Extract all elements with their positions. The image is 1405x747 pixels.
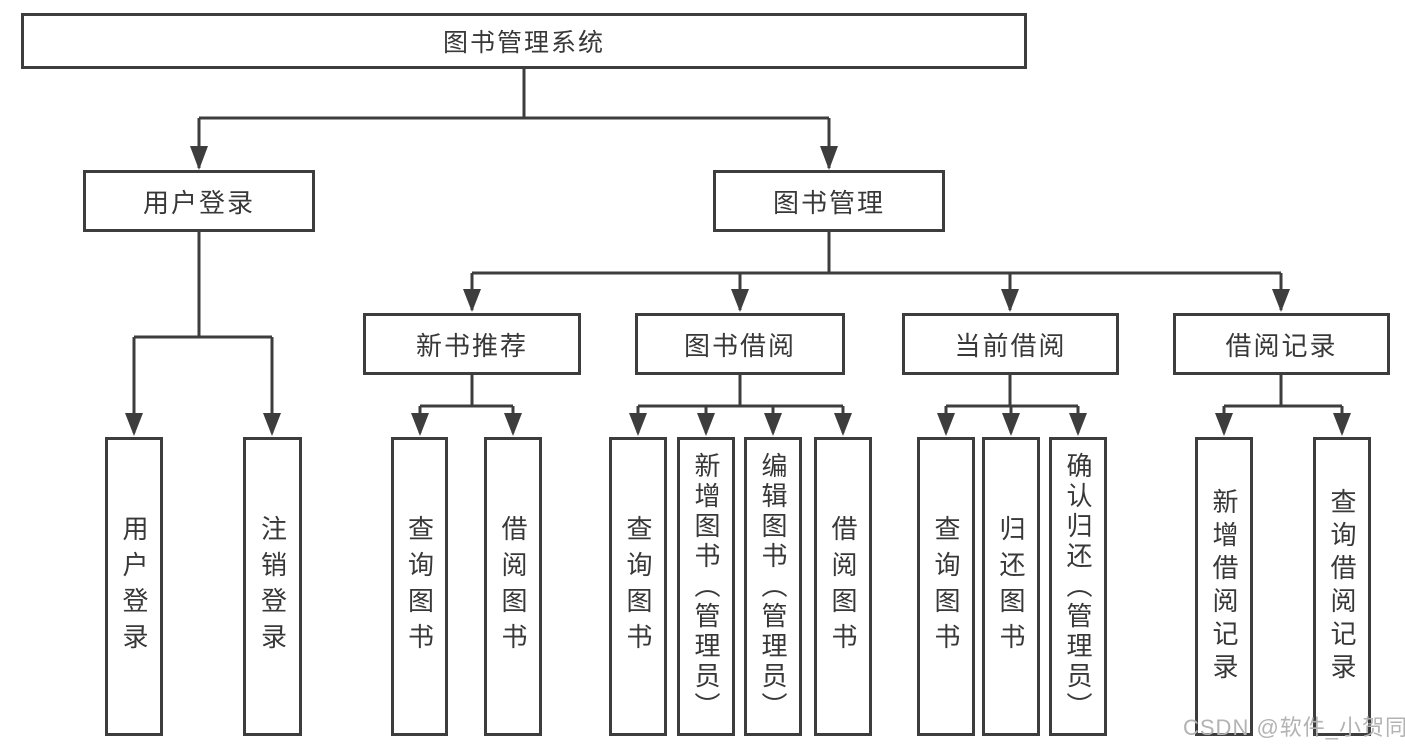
node-label: 编辑图书（管理员） (758, 451, 788, 722)
node-label: 查询借阅记录 (1327, 487, 1357, 686)
arrowheads (125, 146, 1351, 436)
arrow-icon (697, 413, 715, 436)
node-leaf-add-book-admin: 新增图书（管理员） (677, 437, 735, 736)
arrow-icon (463, 289, 481, 312)
arrow-icon (820, 146, 838, 170)
csdn-watermark: CSDN @软件_小贺同学 (1183, 715, 1405, 740)
node-label: 借阅图书 (828, 514, 858, 659)
node-label: 确认归还（管理员） (1063, 451, 1093, 722)
arrow-icon (190, 146, 208, 170)
node-new-book-recommendation: 新书推荐 (363, 313, 581, 375)
node-user-login-branch: 用户登录 (83, 170, 315, 232)
arrow-icon (764, 413, 782, 436)
node-leaf-edit-book-admin: 编辑图书（管理员） (744, 437, 802, 736)
node-label: 用户登录 (119, 514, 149, 659)
node-label: 注销登录 (257, 514, 288, 659)
arrow-icon (411, 413, 429, 436)
node-leaf-query-borrow-record: 查询借阅记录 (1313, 437, 1371, 736)
arrow-icon (504, 413, 522, 436)
node-label: 新增借阅记录 (1209, 487, 1239, 686)
connector-lines (132, 69, 1344, 433)
arrow-icon (731, 289, 749, 312)
node-label: 借阅图书 (498, 514, 528, 659)
node-label: 查询图书 (404, 514, 435, 659)
arrow-icon (834, 413, 852, 436)
node-leaf-query-books: 查询图书 (917, 437, 975, 736)
node-leaf-borrow-books: 借阅图书 (484, 437, 542, 736)
node-leaf-confirm-return-admin: 确认归还（管理员） (1049, 437, 1107, 736)
node-label: 查询图书 (623, 514, 653, 659)
node-book-management-branch: 图书管理 (713, 170, 945, 232)
node-leaf-borrow-books: 借阅图书 (814, 437, 872, 736)
node-leaf-return-books: 归还图书 (982, 437, 1040, 736)
node-leaf-logout: 注销登录 (243, 437, 302, 736)
arrow-icon (629, 413, 647, 436)
node-leaf-query-books: 查询图书 (609, 437, 667, 736)
node-leaf-query-books: 查询图书 (391, 437, 448, 736)
node-label: 归还图书 (996, 514, 1026, 659)
node-leaf-add-borrow-record: 新增借阅记录 (1195, 437, 1253, 736)
arrow-icon (1002, 413, 1020, 436)
arrow-icon (937, 413, 955, 436)
arrow-icon (1272, 289, 1290, 312)
arrow-icon (1001, 289, 1019, 312)
node-label: 新增图书（管理员） (691, 451, 721, 722)
node-book-borrowing: 图书借阅 (635, 313, 845, 375)
node-label: 查询图书 (931, 514, 961, 659)
arrow-icon (1333, 413, 1351, 436)
arrow-icon (1069, 413, 1087, 436)
arrow-icon (263, 413, 281, 436)
arrow-icon (1215, 413, 1233, 436)
arrow-icon (125, 413, 143, 436)
node-current-borrowing: 当前借阅 (902, 313, 1119, 375)
node-library-management-system: 图书管理系统 (21, 13, 1027, 69)
node-leaf-user-login: 用户登录 (105, 437, 163, 736)
node-borrowing-records: 借阅记录 (1173, 313, 1390, 375)
